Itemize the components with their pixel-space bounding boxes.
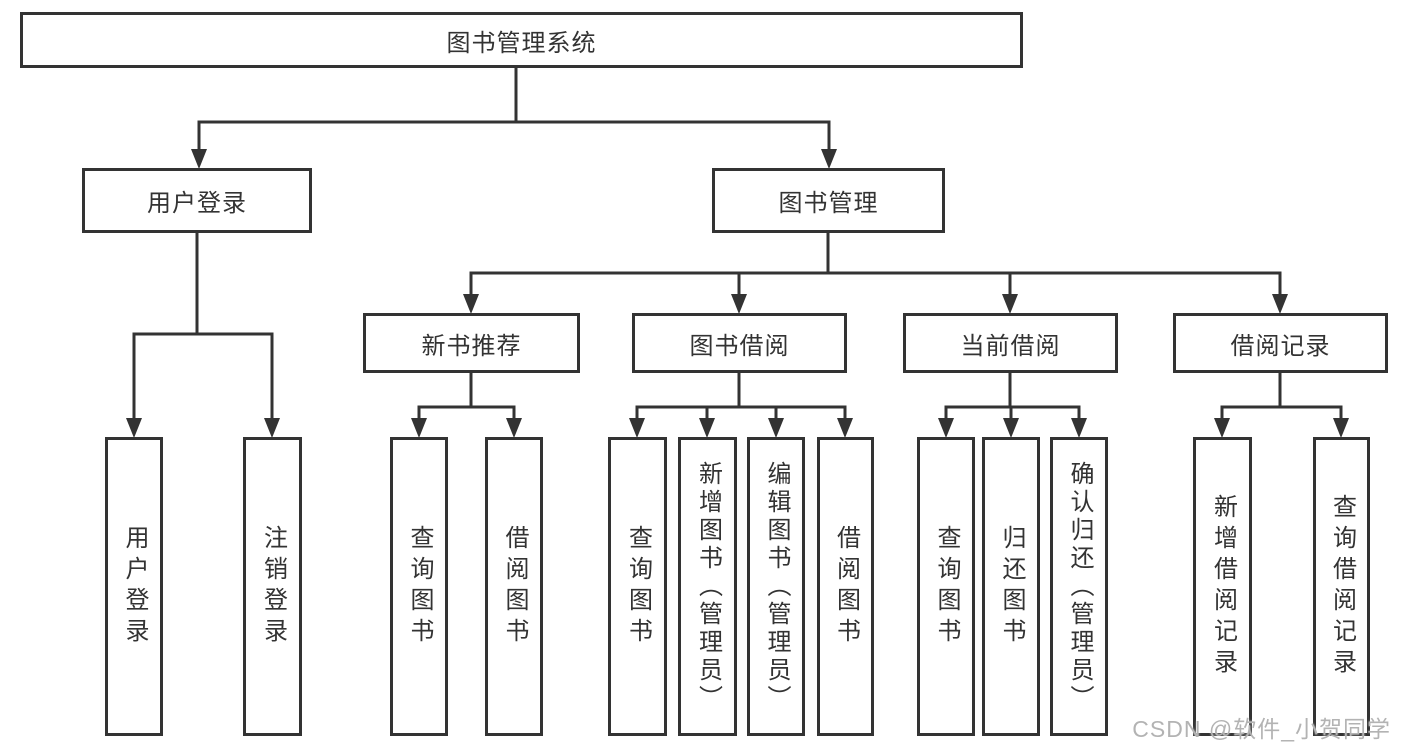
node-new-book-recommendation: 新书推荐 — [363, 313, 580, 373]
leaf-current-query-books: 查询图书 — [917, 437, 975, 736]
node-user-login: 用户登录 — [82, 168, 312, 233]
node-book-management: 图书管理 — [712, 168, 945, 233]
leaf-borrowing-edit-books-admin: 编辑图书（管理员） — [747, 437, 805, 736]
leaf-newbook-query-books: 查询图书 — [390, 437, 448, 736]
leaf-borrowing-add-books-admin-label: 新增图书（管理员） — [694, 460, 722, 713]
edge-newbookrec-to-leaves — [417, 372, 516, 420]
node-book-management-label: 图书管理 — [778, 190, 879, 217]
leaf-records-add-record: 新增借阅记录 — [1193, 437, 1252, 736]
leaf-borrowing-query-books-label: 查询图书 — [624, 524, 652, 649]
edge-currentborrow-to-leaves — [944, 372, 1081, 420]
edge-userlogin-to-leaves — [132, 231, 274, 420]
leaf-user-login-label: 用户登录 — [121, 524, 148, 649]
edge-bookmgmt-to-level3 — [469, 231, 1282, 296]
node-book-borrowing: 图书借阅 — [632, 313, 847, 373]
edge-bookborrow-to-leaves — [635, 372, 847, 420]
leaf-user-login: 用户登录 — [105, 437, 163, 736]
leaf-newbook-borrow-books-label: 借阅图书 — [501, 524, 528, 649]
leaf-logout-label: 注销登录 — [259, 524, 287, 649]
edge-borrowrecord-to-leaves — [1220, 372, 1343, 420]
leaf-records-add-record-label: 新增借阅记录 — [1209, 493, 1237, 680]
leaf-borrowing-borrow-books-label: 借阅图书 — [832, 524, 860, 649]
leaf-current-query-books-label: 查询图书 — [933, 524, 960, 649]
node-borrowing-records-label: 借阅记录 — [1230, 332, 1331, 360]
leaf-current-confirm-return-admin: 确认归还（管理员） — [1050, 437, 1108, 736]
node-current-borrowing-label: 当前借阅 — [960, 332, 1061, 360]
leaf-borrowing-add-books-admin: 新增图书（管理员） — [678, 437, 737, 736]
leaf-newbook-borrow-books: 借阅图书 — [485, 437, 543, 736]
node-root: 图书管理系统 — [20, 12, 1023, 68]
leaf-records-query-record: 查询借阅记录 — [1313, 437, 1370, 736]
edge-root-to-level2 — [197, 66, 831, 151]
node-current-borrowing: 当前借阅 — [903, 313, 1118, 373]
leaf-current-confirm-return-admin-label: 确认归还（管理员） — [1066, 460, 1093, 713]
node-borrowing-records: 借阅记录 — [1173, 313, 1388, 373]
node-new-book-recommendation-label: 新书推荐 — [421, 332, 522, 360]
leaf-current-return-books-label: 归还图书 — [998, 524, 1025, 649]
leaf-newbook-query-books-label: 查询图书 — [406, 524, 433, 649]
leaf-borrowing-edit-books-admin-label: 编辑图书（管理员） — [763, 460, 790, 713]
leaf-borrowing-query-books: 查询图书 — [608, 437, 667, 736]
node-user-login-label: 用户登录 — [147, 190, 247, 217]
node-root-label: 图书管理系统 — [446, 29, 597, 57]
leaf-borrowing-borrow-books: 借阅图书 — [817, 437, 874, 736]
leaf-records-query-record-label: 查询借阅记录 — [1328, 493, 1356, 680]
node-book-borrowing-label: 图书借阅 — [689, 332, 790, 360]
leaf-logout: 注销登录 — [243, 437, 302, 736]
leaf-current-return-books: 归还图书 — [982, 437, 1040, 736]
